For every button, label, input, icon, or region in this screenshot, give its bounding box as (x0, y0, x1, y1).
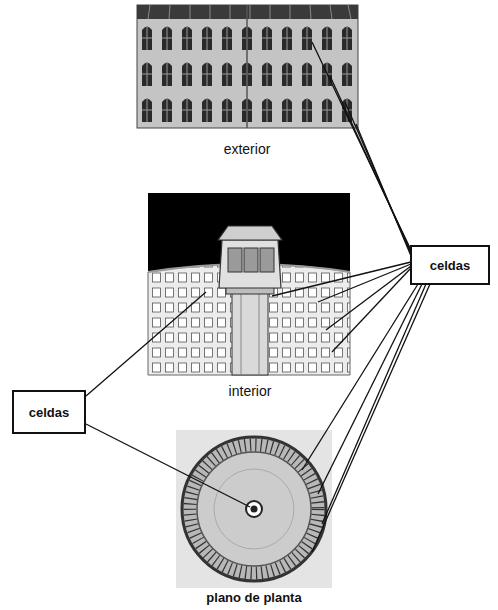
view-label: interior (227, 383, 274, 399)
exterior-building (137, 5, 358, 128)
callout-box: celdas (12, 390, 86, 434)
callout-text: celdas (430, 258, 470, 273)
plan-label: plano de planta (204, 590, 303, 605)
leader-lines (86, 42, 430, 552)
callout-box: celdas (410, 245, 490, 285)
view-label: exterior (222, 141, 273, 157)
floor-plan (176, 430, 332, 588)
callout-text: celdas (29, 405, 69, 420)
